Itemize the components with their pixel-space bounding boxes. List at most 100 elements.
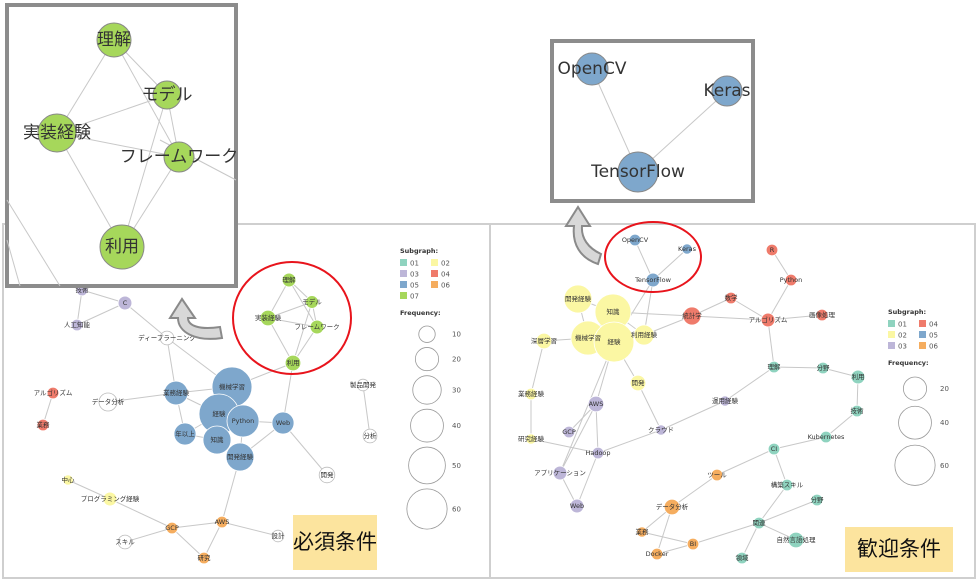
node-circle[interactable] [98,392,118,412]
graph-edge [637,382,662,431]
graph-edge [597,429,662,454]
node-circle[interactable] [767,442,781,456]
node-circle[interactable] [819,430,833,444]
node-circle[interactable] [305,295,319,309]
legend-label: 01 [410,260,419,268]
node-circle[interactable] [271,411,295,435]
node-label: 人工知能 [64,320,91,329]
frequency-legend-label: 20 [940,385,949,393]
node-circle[interactable] [633,324,655,346]
legend-swatch-05 [919,331,926,338]
node-circle[interactable] [535,332,553,350]
node-circle[interactable] [525,433,537,445]
node-circle[interactable] [117,295,133,311]
node-circle[interactable] [810,493,824,507]
node-circle[interactable] [787,531,805,549]
node-label: R [770,246,775,254]
node-circle[interactable] [784,273,798,287]
node-circle[interactable] [552,465,568,481]
node-circle[interactable] [102,491,118,507]
node-circle[interactable] [663,498,681,516]
node-circle[interactable] [284,354,302,372]
node-circle[interactable] [628,233,642,247]
legend-swatch-05 [400,281,407,288]
node-circle[interactable] [735,551,749,565]
node-circle[interactable] [318,466,336,484]
node-circle[interactable] [850,369,866,385]
node-label: 領域 [736,553,750,562]
graph-edge [81,289,126,304]
node-circle[interactable] [36,418,50,432]
node-circle[interactable] [767,360,781,374]
node-circle[interactable] [562,425,576,439]
graph-edge [692,522,760,545]
node-circle[interactable] [309,319,325,335]
node-circle[interactable] [281,272,297,288]
node-circle[interactable] [724,291,738,305]
inset-node-label: 理解 [97,30,131,50]
node-circle[interactable] [850,404,864,418]
graph-edge [652,248,688,281]
node-circle[interactable] [655,424,667,436]
node-circle[interactable] [686,537,700,551]
node-circle[interactable] [591,446,605,460]
node-circle[interactable] [226,404,260,438]
node-circle[interactable] [215,515,229,529]
frequency-legend-circle [898,405,932,440]
legend-label: 04 [441,271,450,279]
node-circle[interactable] [780,478,794,492]
node-label: アルゴリズム [749,315,788,324]
node-label: 構築スキル [771,480,804,489]
node-label: 経験 [608,337,622,346]
node-circle[interactable] [719,395,731,407]
node-circle[interactable] [202,425,232,455]
legend-label: 07 [410,293,419,301]
graph-edge [758,499,818,524]
graph-edge [660,400,726,431]
node-circle[interactable] [681,243,693,255]
node-circle[interactable] [645,272,661,288]
node-circle[interactable] [225,442,255,472]
node-circle[interactable] [682,306,702,326]
legend-label: 02 [441,260,450,268]
node-label: 知識 [607,307,621,316]
node-circle[interactable] [165,521,179,535]
node-circle[interactable] [46,386,60,400]
legend-swatch-07 [400,292,407,299]
node-label: 設計 [272,531,286,540]
node-circle[interactable] [362,428,378,444]
node-circle[interactable] [650,547,664,561]
graph-edge [221,521,279,537]
legend-label: 05 [929,332,938,340]
graph-edge [641,531,694,545]
node-circle[interactable] [710,468,724,482]
node-circle[interactable] [159,330,175,346]
node-circle[interactable] [587,395,605,413]
node-circle[interactable] [636,526,648,538]
node-circle[interactable] [70,318,84,332]
node-circle[interactable] [524,387,538,401]
node-circle[interactable] [760,312,776,328]
node-circle[interactable] [752,516,766,530]
node-circle[interactable] [765,243,779,257]
node-label: 理解 [768,362,782,371]
node-circle[interactable] [271,529,285,543]
node-circle[interactable] [593,321,635,363]
graph-edge [773,366,824,369]
node-circle[interactable] [816,361,830,375]
node-circle[interactable] [356,378,370,392]
node-circle[interactable] [163,380,189,406]
graph-edge [267,317,318,328]
node-circle[interactable] [259,309,277,327]
subgraph-legend-title: Subgraph: [400,247,438,255]
inset-node-fw [163,141,195,173]
node-circle[interactable] [117,534,133,550]
node-circle[interactable] [629,374,647,392]
node-circle[interactable] [173,422,197,446]
node-circle[interactable] [815,308,829,322]
node-circle[interactable] [197,551,211,565]
node-label: ディープラーニング [138,333,196,342]
node-circle[interactable] [563,284,593,314]
node-circle[interactable] [569,498,585,514]
node-circle[interactable] [62,474,74,486]
